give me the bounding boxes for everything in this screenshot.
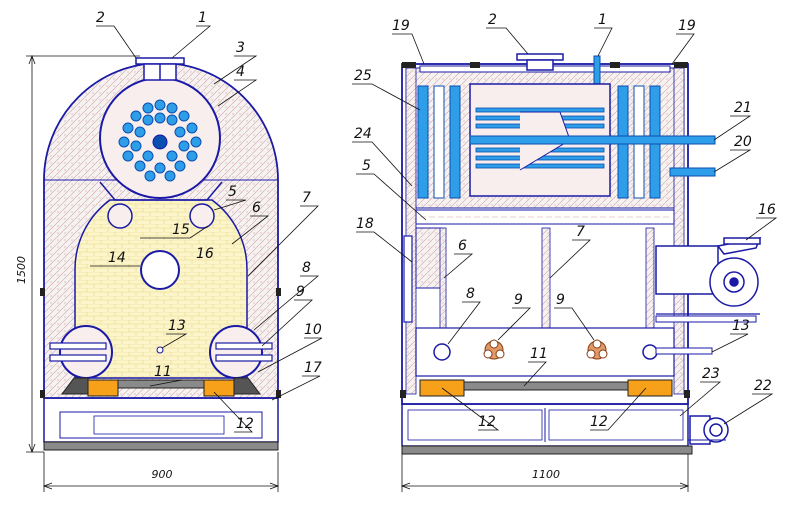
side-callout-9-right: 9 (556, 292, 565, 308)
front-inspection-port (140, 250, 180, 290)
side-column-left (439, 227, 447, 329)
side-callout-25: 25 (354, 68, 372, 84)
side-pipe-13 (655, 347, 713, 355)
side-burner-left (483, 339, 505, 360)
front-grate-left (87, 379, 119, 397)
side-burner-right (586, 339, 608, 360)
front-lower-drum-right (209, 325, 273, 379)
front-callout-17: 17 (304, 360, 322, 376)
side-outlet-pipe-21 (469, 135, 716, 145)
front-callout-6: 6 (252, 200, 261, 216)
side-callout-9-left: 9 (514, 292, 523, 308)
front-callout-7: 7 (302, 190, 311, 206)
side-callout-20: 20 (734, 134, 752, 150)
front-callout-10: 10 (304, 322, 322, 338)
side-grate-right (627, 379, 673, 397)
side-door (403, 235, 413, 323)
side-callout-6: 6 (458, 238, 467, 254)
side-callout-12-left: 12 (478, 414, 496, 430)
front-callout-11: 11 (154, 364, 172, 380)
front-grate-right (203, 379, 235, 397)
side-callout-22: 22 (754, 378, 772, 394)
front-tube-bundle (118, 99, 202, 182)
side-callout-18: 18 (356, 216, 374, 232)
front-collector-right (189, 203, 215, 229)
front-callout-3: 3 (236, 40, 245, 56)
front-callout-1: 1 (198, 10, 207, 26)
side-dim-width (400, 454, 690, 492)
front-callout-9: 9 (296, 284, 305, 300)
front-base-frame (43, 397, 279, 443)
side-callout-23: 23 (702, 366, 720, 382)
side-motor (689, 415, 729, 445)
side-callout-12-right: 12 (590, 414, 608, 430)
side-fan (655, 237, 762, 307)
callout-labels: 2 1 3 4 5 6 7 8 9 10 11 12 13 14 15 16 1… (96, 10, 776, 432)
side-top-nozzle (516, 53, 564, 71)
side-grate-center (463, 381, 629, 391)
side-callout-19-right: 19 (678, 18, 696, 34)
front-callout-5: 5 (228, 184, 237, 200)
front-view: 1500 900 (15, 54, 281, 492)
front-callout-4: 4 (236, 64, 245, 80)
side-callout-11: 11 (530, 346, 548, 362)
side-callout-19-left: 19 (392, 18, 410, 34)
side-callout-13: 13 (732, 318, 750, 334)
side-width-label: 1100 (532, 468, 560, 481)
side-callout-21: 21 (734, 100, 752, 116)
front-callout-2: 2 (96, 10, 105, 26)
side-view: 1100 (400, 53, 762, 492)
side-furnace-left (415, 227, 443, 289)
front-callout-8: 8 (302, 260, 311, 276)
side-column-mid (541, 227, 551, 329)
side-lower-drum (415, 327, 675, 377)
front-dim-height (26, 54, 140, 454)
front-dim-width (42, 452, 280, 492)
front-callout-15: 15 (172, 222, 190, 238)
side-column-right (645, 227, 655, 329)
front-callout-16: 16 (196, 246, 214, 262)
side-collector-8 (433, 343, 451, 361)
side-callout-1: 1 (598, 12, 607, 28)
front-width-label: 900 (152, 468, 173, 481)
side-callout-7: 7 (576, 224, 585, 240)
side-outlet-pipe-20 (669, 167, 716, 177)
side-callout-8: 8 (466, 286, 475, 302)
front-top-nozzle (135, 57, 185, 81)
front-collector-left (107, 203, 133, 229)
side-callout-2: 2 (488, 12, 497, 28)
side-steam-pipe (593, 55, 601, 89)
front-callout-12: 12 (236, 416, 254, 432)
front-callout-13: 13 (168, 318, 186, 334)
front-callout-14: 14 (108, 250, 126, 266)
side-base-skid (401, 445, 693, 455)
front-base-skid (43, 441, 279, 451)
side-callout-5: 5 (362, 158, 371, 174)
side-callout-24: 24 (354, 126, 372, 142)
front-height-label: 1500 (15, 256, 28, 284)
side-callout-16: 16 (758, 202, 776, 218)
callout-leaders (90, 25, 778, 433)
